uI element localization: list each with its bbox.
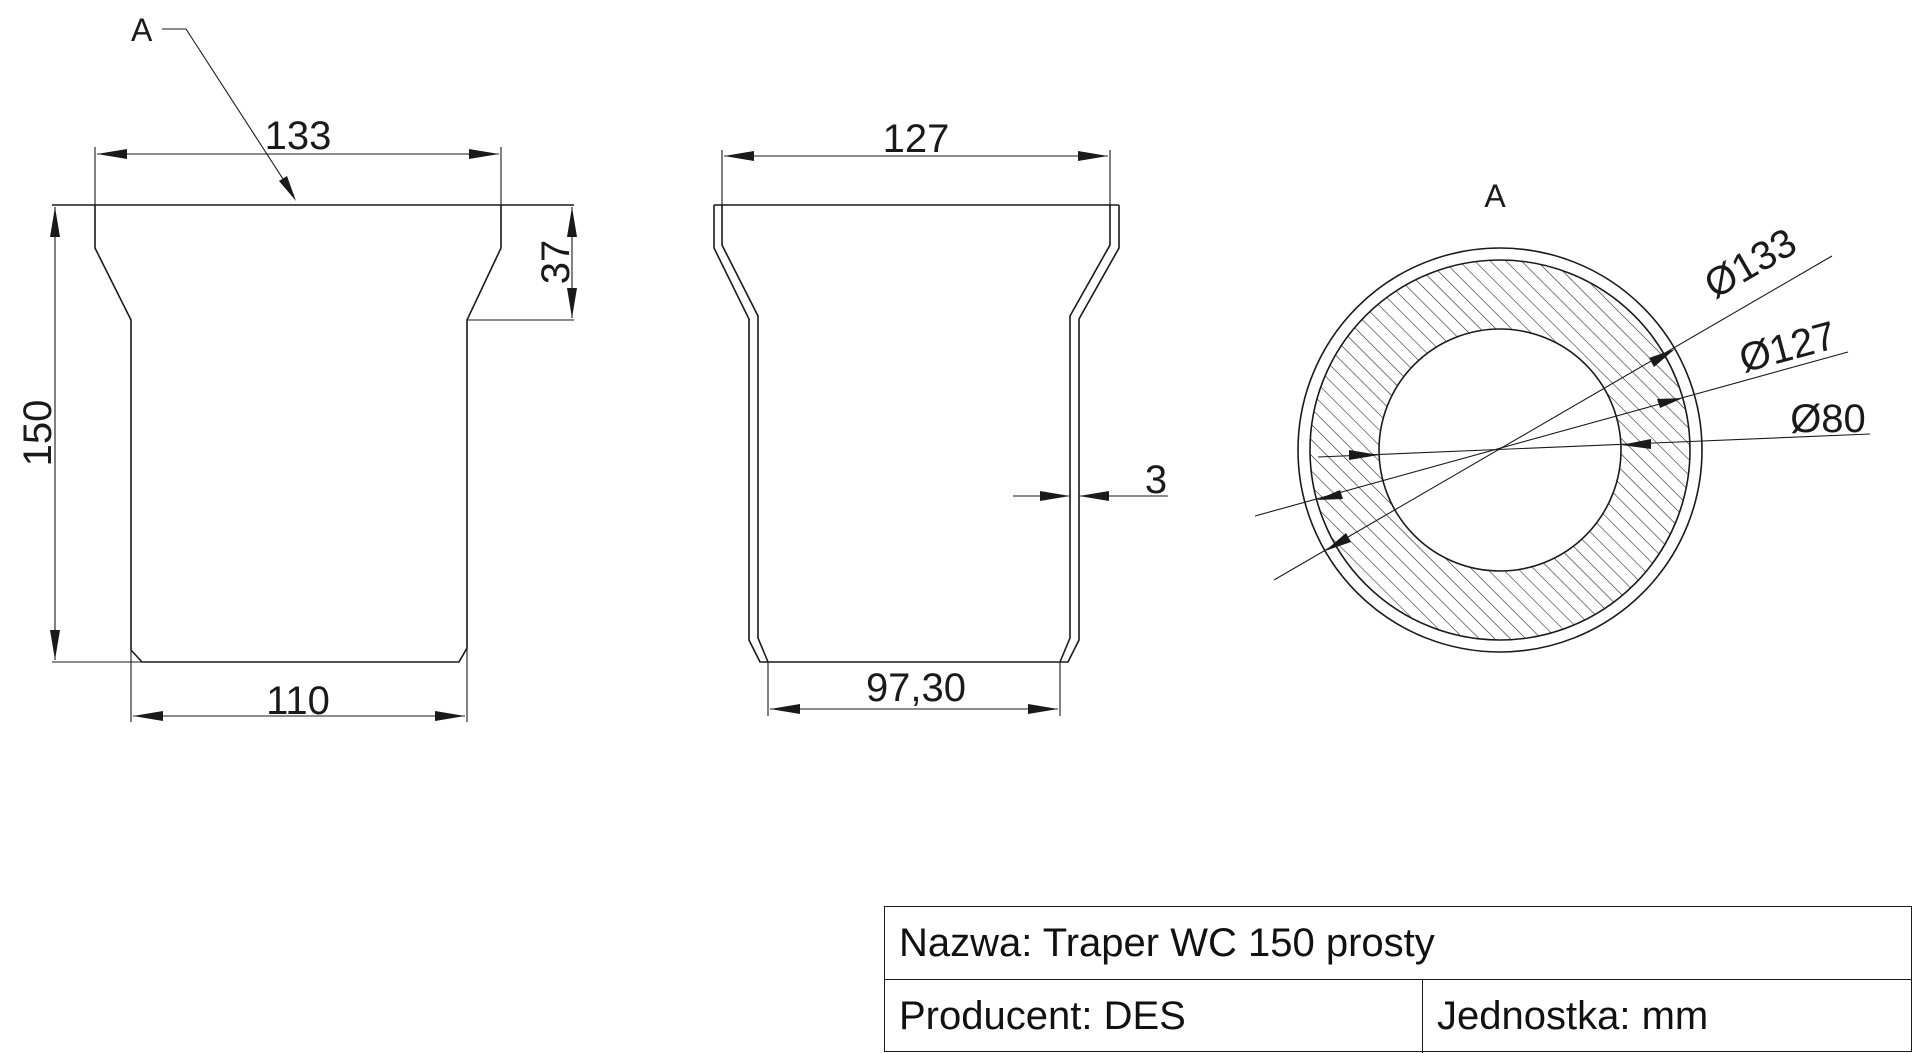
dia-80-arrow-start <box>1349 450 1379 460</box>
dia-133-arrow-end <box>1649 349 1675 367</box>
section-marker-arrow <box>279 176 296 201</box>
cross-section-middle-circle <box>1309 259 1691 641</box>
dia-127-arrow-start <box>1317 490 1343 500</box>
name-value: Traper WC 150 prosty <box>1042 921 1435 965</box>
section-view-inner-outline <box>721 205 1111 663</box>
section-view: 127 3 97,30 <box>713 117 1168 716</box>
dim-127-text: 127 <box>883 117 950 161</box>
side-view-outline <box>94 205 502 663</box>
title-block-unit-cell: Jednostka: mm <box>1423 980 1913 1053</box>
dim-3-text: 3 <box>1145 458 1167 502</box>
dim-133-text: 133 <box>265 114 332 158</box>
dim-9730-arrow-left <box>770 704 800 714</box>
title-block: Nazwa: Traper WC 150 prosty Producent: D… <box>884 906 1913 1053</box>
dim-150-arrow-top <box>50 207 60 237</box>
title-block-name-row: Nazwa: Traper WC 150 prosty <box>885 907 1911 980</box>
dia-133-text: Ø133 <box>1697 220 1804 307</box>
dim-110-arrow-left <box>133 711 163 721</box>
cross-section-view: A Ø133 Ø127 Ø80 <box>1254 178 1871 653</box>
dim-9730-arrow-right <box>1028 704 1058 714</box>
dia-133-arrow-start <box>1325 533 1351 551</box>
unit-value: mm <box>1641 994 1709 1038</box>
dim-127-arrow-left <box>724 151 754 161</box>
dia-127-leader <box>1254 351 1849 517</box>
title-block-producer-cell: Producent: DES <box>885 980 1423 1053</box>
dia-127-text: Ø127 <box>1735 314 1841 382</box>
section-view-outer-outline <box>713 205 1120 663</box>
dim-3-arrow-left <box>1040 491 1070 501</box>
dim-37-arrow-top <box>567 207 577 237</box>
dim-110-arrow-right <box>435 711 465 721</box>
producer-label: Producent: <box>899 994 1093 1038</box>
dim-133-arrow-left <box>97 149 127 159</box>
cross-section-outer-circle <box>1297 247 1703 653</box>
dim-3-arrow-right <box>1079 491 1109 501</box>
dim-150-text: 150 <box>16 400 60 467</box>
dim-37-text: 37 <box>534 240 578 285</box>
dim-133-arrow-right <box>469 149 499 159</box>
dia-127-arrow-end <box>1657 398 1683 408</box>
dim-37-arrow-bottom <box>567 288 577 318</box>
dia-133-leader <box>1273 255 1833 581</box>
dim-110-text: 110 <box>266 679 330 723</box>
dim-150-arrow-bottom <box>50 630 60 660</box>
dia-80-text: Ø80 <box>1790 397 1866 441</box>
dia-80-arrow-end <box>1621 439 1651 449</box>
dim-127-arrow-right <box>1078 151 1108 161</box>
name-label: Nazwa: <box>899 921 1033 965</box>
unit-label: Jednostka: <box>1437 994 1631 1038</box>
cross-section-label: A <box>1484 178 1506 214</box>
section-marker-leader <box>185 28 295 197</box>
producer-value: DES <box>1103 994 1186 1038</box>
section-marker-a: A <box>131 12 153 48</box>
side-view: 133 A 150 37 110 <box>16 12 578 723</box>
dim-9730-text: 97,30 <box>866 666 966 710</box>
cross-section-inner-circle <box>1378 328 1622 572</box>
cross-section-hatched-ring <box>1310 260 1690 640</box>
dia-80-leader <box>1317 433 1871 458</box>
